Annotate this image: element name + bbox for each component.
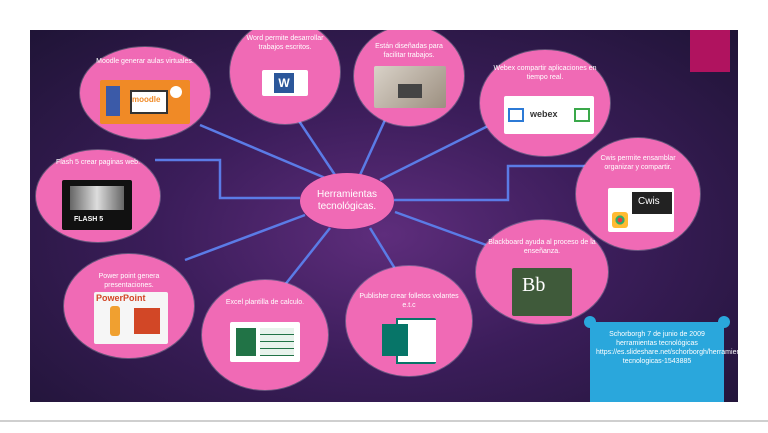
node-blackboard-text: Blackboard ayuda al proceso de la enseña… (488, 239, 596, 255)
slide-canvas: Moodle generar aulas virtuales. moodle W… (30, 30, 738, 402)
word-logo-box: W (262, 70, 308, 96)
powerpoint-icon (134, 308, 160, 334)
blackboard-image: Bb (512, 268, 572, 316)
computer-icon (574, 108, 590, 122)
clock-icon (170, 86, 182, 98)
flash-image: FLASH 5 (62, 180, 132, 230)
moodle-logo: moodle (132, 95, 161, 104)
flash-graphic (70, 186, 124, 210)
presenter-icon (110, 306, 120, 336)
node-flash: Flash 5 crear paginas web. FLASH 5 (36, 150, 160, 242)
line-powerpoint (184, 213, 306, 262)
line-flash (155, 158, 300, 200)
webex-logo: webex (530, 109, 558, 119)
powerpoint-logo: PowerPoint (96, 293, 146, 303)
node-publisher-text: Publisher crear folletos volantes e.t.c (359, 293, 459, 309)
word-icon: W (274, 73, 294, 93)
center-node: Herramientas tecnológicas. (300, 173, 394, 229)
line-word (293, 114, 337, 176)
cwis-banner (632, 192, 672, 214)
node-excel: Excel plantilla de calculo. (202, 280, 328, 390)
excel-grid (260, 328, 294, 356)
node-blackboard: Blackboard ayuda al proceso de la enseña… (476, 220, 608, 324)
node-publisher: Publisher crear folletos volantes e.t.c (346, 266, 472, 376)
excel-image (230, 322, 300, 362)
people-working-image (374, 66, 446, 108)
line-cwis (394, 164, 585, 202)
flash-logo: FLASH 5 (74, 216, 104, 223)
line-webex (379, 123, 491, 182)
node-disenadas-text: Están diseñadas para facilitar trabajos. (375, 43, 443, 59)
node-excel-text: Excel plantilla de calculo. (225, 299, 305, 306)
reference-note: Schorborgh 7 de junio de 2009 herramient… (584, 316, 738, 402)
moodle-image: moodle (100, 80, 190, 124)
line-disenadas (358, 119, 387, 176)
publisher-badge (382, 324, 408, 356)
node-powerpoint-text: Power point genera presentaciones. (98, 273, 160, 289)
webex-image: webex (504, 96, 594, 134)
cwis-dots (612, 212, 628, 228)
node-webex: Webex compartir aplicaciones en tiempo r… (480, 50, 610, 156)
publisher-icon (382, 318, 436, 364)
cwis-logo: Cwis (638, 196, 660, 207)
accent-bar (690, 30, 730, 72)
bookshelf-icon (106, 86, 120, 116)
node-powerpoint: Power point genera presentaciones. Power… (64, 254, 194, 358)
node-cwis: Cwis permite ensamblar organizar y compa… (576, 138, 700, 250)
node-cwis-text: Cwis permite ensamblar organizar y compa… (600, 155, 676, 171)
node-word-text: Word permite desarrollar trabajos escrit… (246, 35, 324, 51)
laptop-icon (398, 84, 422, 98)
node-flash-text: Flash 5 crear paginas web. (55, 159, 141, 166)
laptop-icon (130, 90, 168, 114)
line-moodle (199, 123, 331, 182)
node-disenadas: Están diseñadas para facilitar trabajos. (354, 30, 464, 126)
node-webex-text: Webex compartir aplicaciones en tiempo r… (493, 65, 597, 81)
computer-icon (508, 108, 524, 122)
node-moodle: Moodle generar aulas virtuales. moodle (80, 47, 210, 139)
line-blackboard (394, 210, 501, 252)
excel-icon (236, 328, 256, 356)
node-word: Word permite desarrollar trabajos escrit… (230, 30, 340, 124)
bottom-divider (0, 420, 768, 422)
blackboard-logo: Bb (522, 274, 546, 296)
powerpoint-image: PowerPoint (94, 292, 168, 344)
node-moodle-text: Moodle generar aulas virtuales. (96, 58, 194, 65)
cwis-image: Cwis (608, 188, 674, 232)
